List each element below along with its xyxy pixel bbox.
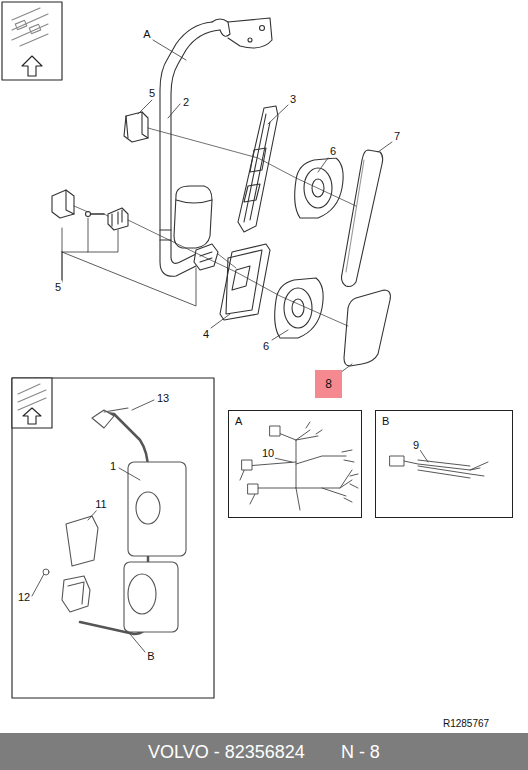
callout-number: 11 xyxy=(94,498,107,511)
inset-leaders xyxy=(32,400,154,652)
callout-number: 10 xyxy=(261,447,275,460)
callout-number: 13 xyxy=(156,392,170,405)
callout-number: 5 xyxy=(148,87,156,100)
footer-text: N - 8 xyxy=(341,743,380,761)
callout-number: A xyxy=(142,28,151,41)
callout-number: 12 xyxy=(17,591,31,604)
callout-number: 1 xyxy=(109,460,117,473)
glass-edge xyxy=(346,160,364,272)
housing-3 xyxy=(238,106,278,232)
callout-letter: 8 xyxy=(325,378,332,390)
callout-number: 5 xyxy=(54,281,62,294)
footer-text: VOLVO - 82356824 xyxy=(148,743,305,761)
clip-5-upper xyxy=(124,112,148,142)
clip-5-lower xyxy=(52,190,128,230)
housing-4 xyxy=(220,244,270,320)
callout-number: 4 xyxy=(202,328,210,341)
view-icon-frame xyxy=(2,2,62,80)
callout-number: 6 xyxy=(329,145,337,158)
inset-view-icon xyxy=(18,384,46,424)
actuator-6-upper xyxy=(295,158,343,218)
inset-view-icon-frame xyxy=(12,378,52,428)
inset-mirror-assembly xyxy=(62,408,186,634)
detail-box: A xyxy=(228,410,362,518)
actuator-6-lower xyxy=(275,278,323,338)
callout-number: 3 xyxy=(289,93,297,106)
drawing-number: R1285767 xyxy=(442,718,490,730)
leader-9 xyxy=(420,450,428,462)
inset-frame xyxy=(12,378,214,698)
mirror-glass-8 xyxy=(344,290,390,366)
detail-box: B xyxy=(375,410,513,518)
callout-letter: A xyxy=(235,416,242,427)
motor xyxy=(174,186,218,270)
cable-9 xyxy=(390,456,488,478)
assembly-lines xyxy=(74,128,356,326)
callout-letter: B xyxy=(382,416,389,427)
wiring-harness-10 xyxy=(240,422,358,510)
mirror-glass-7 xyxy=(342,150,383,287)
callout-number: B xyxy=(146,650,155,663)
callout-number: 6 xyxy=(262,340,270,353)
highlight-callout: 8 xyxy=(315,370,342,398)
leader-lines xyxy=(62,40,392,382)
callout-number: 2 xyxy=(182,96,190,109)
leader-10 xyxy=(274,458,292,462)
footer-band: VOLVO - 82356824 N - 8 xyxy=(0,733,528,770)
callout-number: 9 xyxy=(412,439,420,452)
view-icon xyxy=(12,8,48,76)
callout-number: 7 xyxy=(393,130,401,143)
